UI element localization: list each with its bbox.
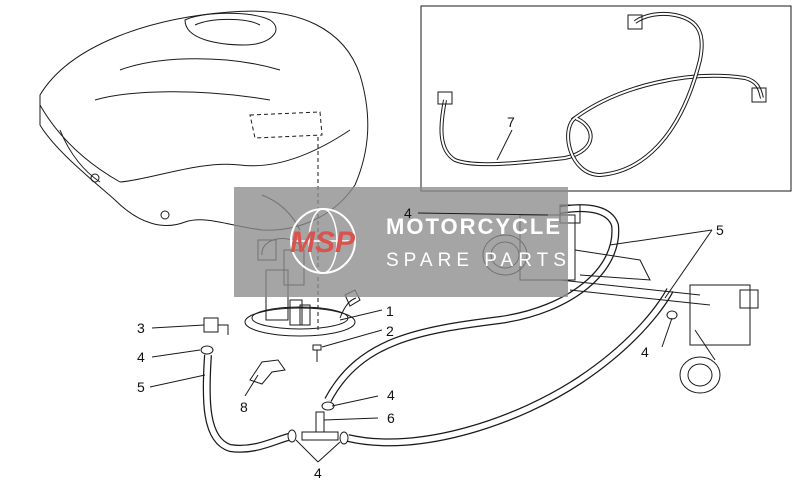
callout-4: 4 <box>314 465 322 481</box>
watermark-subtitle: SPARE PARTS <box>386 250 571 271</box>
callout-4: 4 <box>641 344 649 360</box>
callout-6: 6 <box>387 410 395 426</box>
hose-clamp <box>287 429 297 443</box>
fuel-hoses <box>202 204 674 453</box>
callout-4: 4 <box>387 387 395 403</box>
callout-2: 2 <box>386 323 394 339</box>
callout-5: 5 <box>716 222 724 238</box>
throttle-body-front <box>679 284 759 394</box>
callout-4: 4 <box>404 205 412 221</box>
inset-hose-assembly <box>420 5 792 192</box>
t-piece-connector <box>301 411 339 441</box>
screw <box>312 344 322 362</box>
callout-4: 4 <box>137 349 145 365</box>
bracket <box>249 359 286 385</box>
hose-connector <box>437 91 453 105</box>
watermark-title: MOTORCYCLE <box>386 214 562 239</box>
hose-connector <box>751 87 767 103</box>
callout-5: 5 <box>137 379 145 395</box>
callout-7: 7 <box>507 114 515 130</box>
callout-8: 8 <box>240 399 248 415</box>
watermark-background <box>234 187 568 297</box>
hose-clamp <box>339 431 349 445</box>
callout-labels: 1 2 3 4 5 8 4 6 4 4 5 4 7 <box>137 114 724 481</box>
callout-3: 3 <box>137 320 145 336</box>
leader-lines <box>149 212 713 463</box>
callout-1: 1 <box>386 303 394 319</box>
hose-clamp <box>666 310 678 320</box>
hose-connector <box>627 14 643 30</box>
watermark-logo: MSP <box>290 226 356 259</box>
elbow-fitting <box>203 317 229 335</box>
watermark: MSP MOTORCYCLE SPARE PARTS <box>234 187 571 297</box>
inset-frame <box>420 5 792 192</box>
hose-clamp <box>200 345 214 355</box>
